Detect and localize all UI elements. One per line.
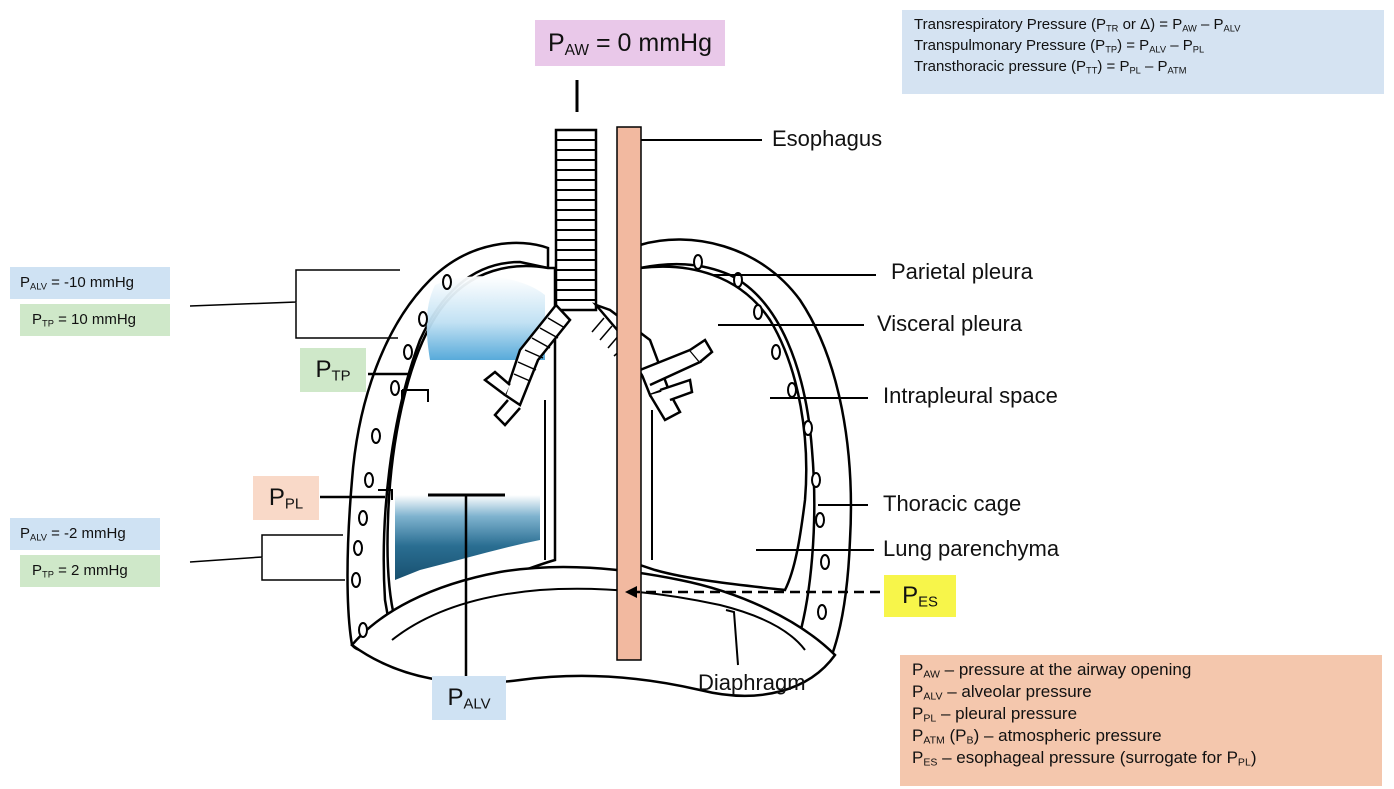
palv-marker-label: PALV bbox=[432, 676, 506, 720]
paw-label: PAW = 0 mmHg bbox=[535, 20, 725, 66]
formula-line-2: Transpulmonary Pressure (PTP) = PALV – P… bbox=[914, 35, 1384, 56]
legend-item-ppl: PPL – pleural pressure bbox=[912, 703, 1382, 725]
lower-palv-box: PALV = -2 mmHg bbox=[10, 518, 160, 550]
parietal-pleura-label: Parietal pleura bbox=[891, 259, 1033, 285]
trachea bbox=[556, 130, 596, 310]
formula-box: Transrespiratory Pressure (PTR or Δ) = P… bbox=[902, 10, 1384, 94]
visceral-pleura-label: Visceral pleura bbox=[877, 311, 1022, 337]
intrapleural-space-label: Intrapleural space bbox=[883, 383, 1058, 409]
formula-line-3: Transthoracic pressure (PTT) = PPL – PAT… bbox=[914, 56, 1384, 77]
upper-palv-box: PALV = -10 mmHg bbox=[10, 267, 170, 299]
legend-box: PAW – pressure at the airway opening PAL… bbox=[900, 655, 1382, 786]
lower-ptp-box: PTP = 2 mmHg bbox=[20, 555, 160, 587]
legend-item-paw: PAW – pressure at the airway opening bbox=[912, 659, 1382, 681]
ppl-marker-label: PPL bbox=[253, 476, 319, 520]
legend-item-palv: PALV – alveolar pressure bbox=[912, 681, 1382, 703]
upper-bracket bbox=[190, 270, 400, 338]
lung-parenchyma-label: Lung parenchyma bbox=[883, 536, 1059, 562]
ptp-marker-label: PTP bbox=[300, 348, 366, 392]
legend-item-pes: PES – esophageal pressure (surrogate for… bbox=[912, 747, 1382, 769]
thoracic-cage-label: Thoracic cage bbox=[883, 491, 1021, 517]
upper-ptp-box: PTP = 10 mmHg bbox=[20, 304, 170, 336]
diaphragm-label: Diaphragm bbox=[698, 670, 806, 696]
legend-item-patm: PATM (PB) – atmospheric pressure bbox=[912, 725, 1382, 747]
pes-marker-label: PES bbox=[884, 575, 956, 617]
esophagus bbox=[617, 127, 641, 660]
lower-bracket bbox=[190, 535, 345, 580]
formula-line-1: Transrespiratory Pressure (PTR or Δ) = P… bbox=[914, 14, 1384, 35]
esophagus-label: Esophagus bbox=[772, 126, 882, 152]
